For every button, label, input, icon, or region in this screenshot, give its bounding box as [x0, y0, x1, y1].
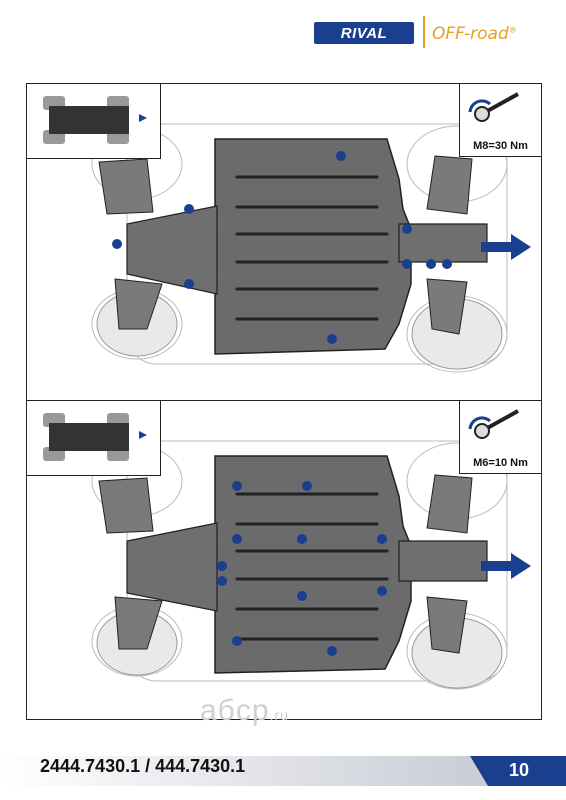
direction-arrow	[481, 553, 531, 579]
a-arm-guard-rl	[114, 596, 163, 650]
rival-logo: RIVAL	[314, 22, 414, 44]
plate-ribs	[235, 492, 389, 641]
mounting-bolts	[217, 481, 387, 656]
site-watermark: aбcp.ru	[200, 694, 289, 728]
torque-value: M6=10 Nm	[473, 457, 528, 469]
vehicle-underside-diagram	[91, 123, 531, 373]
front-skid-plate	[126, 522, 218, 612]
offroad-logo: OFF-road®	[432, 24, 517, 44]
torque-spec-box: M8=30 Nm	[459, 84, 541, 157]
registered-mark: ®	[508, 25, 517, 35]
a-arm-guard-fl	[98, 477, 154, 534]
a-arm-guard-rr	[426, 278, 468, 335]
main-skid-plate	[214, 138, 412, 355]
vehicle-thumbnail	[27, 84, 161, 159]
a-arm-guard-fl	[98, 158, 154, 215]
plate-ribs	[235, 175, 389, 321]
footer-bar	[0, 756, 566, 786]
offroad-logo-text: OFF-road	[432, 24, 509, 44]
rear-skid-plate	[398, 223, 488, 263]
vehicle-thumbnail-icon	[43, 413, 147, 461]
vehicle-thumbnail-icon	[43, 96, 147, 144]
torque-spec-box: M6=10 Nm	[459, 401, 541, 474]
torque-wrench-icon	[468, 409, 519, 439]
a-arm-guard-fr	[426, 155, 473, 215]
a-arm-guard-fr	[426, 474, 473, 534]
a-arm-guard-rl	[114, 278, 163, 330]
vehicle-thumbnail	[27, 401, 161, 476]
torque-wrench-icon	[468, 92, 519, 122]
brand-divider	[423, 16, 425, 48]
vehicle-underside-diagram	[91, 440, 531, 690]
front-skid-plate	[126, 205, 218, 295]
install-diagram-panel-1: M8=30 Nm	[26, 83, 542, 401]
watermark-suffix: .ru	[269, 707, 289, 723]
watermark-text: aбcp	[200, 694, 270, 727]
page-number: 10	[508, 760, 530, 780]
rear-skid-plate	[398, 540, 488, 582]
part-number: 2444.7430.1 / 444.7430.1	[40, 756, 246, 776]
a-arm-guard-rr	[426, 596, 468, 654]
mounting-bolts	[112, 151, 452, 344]
torque-value: M8=30 Nm	[473, 140, 528, 152]
direction-arrow	[481, 234, 531, 260]
install-diagram-panel-2: M6=10 Nm	[26, 400, 542, 720]
brand-header: RIVAL OFF-road®	[300, 16, 550, 50]
rival-logo-text: RIVAL	[340, 24, 388, 42]
